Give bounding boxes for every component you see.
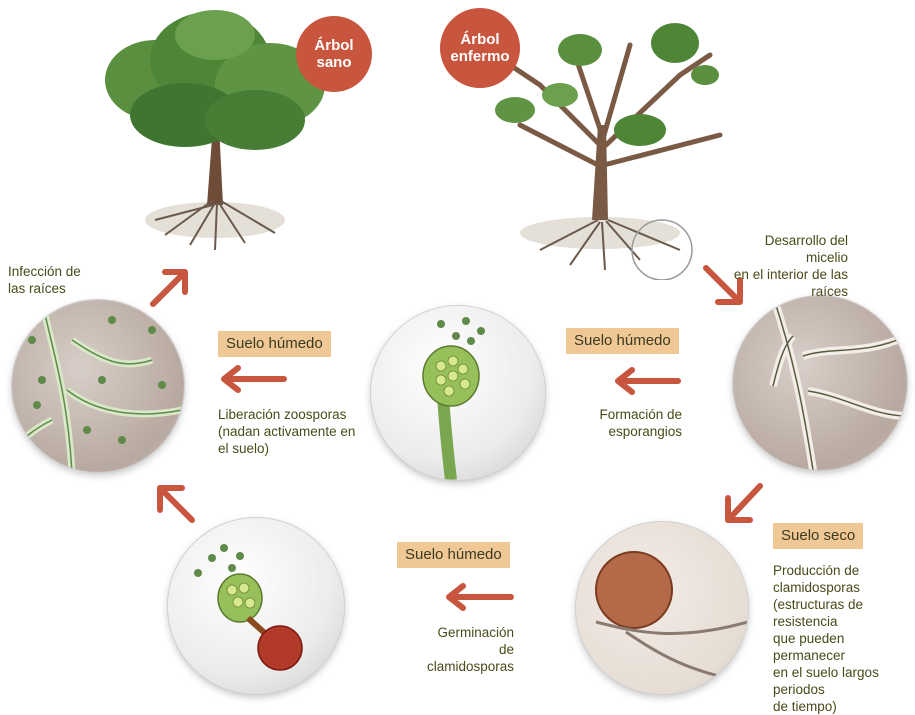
dry-soil-tag: Suelo seco — [773, 523, 863, 549]
mycelium-development-caption: Desarrollo del micelio en el interior de… — [720, 232, 848, 300]
sick-tree-badge: Árbol enfermo — [440, 8, 520, 88]
arrow-left-icon-1 — [218, 364, 288, 394]
arrow-left-icon-3 — [443, 582, 515, 612]
zoospore-release-circle — [371, 306, 545, 480]
sick-tree-badge-label: Árbol enfermo — [450, 31, 509, 65]
germination-circle — [168, 518, 344, 694]
arrow-left-icon-2 — [612, 366, 682, 396]
chlamydospore-production-caption: Producción de clamidosporas (estructuras… — [773, 562, 913, 715]
arrow-down-left-icon — [718, 480, 768, 530]
root-infection-caption: Infección de las raíces — [8, 263, 81, 297]
arrow-up-left-icon — [150, 478, 200, 528]
germination-caption: Germinación de clamidosporas — [420, 624, 514, 675]
wet-soil-tag-bottom: Suelo húmedo — [397, 542, 510, 568]
sick-tree-illustration — [480, 15, 750, 280]
sporangia-formation-caption: Formación de esporangios — [590, 406, 682, 440]
wet-soil-tag-left: Suelo húmedo — [218, 331, 331, 357]
root-infection-circle — [12, 300, 184, 472]
healthy-tree-badge: Árbol sano — [296, 16, 372, 92]
mycelium-circle — [733, 296, 907, 470]
healthy-tree-badge-label: Árbol sano — [314, 37, 353, 71]
arrow-up-right-icon — [145, 262, 195, 312]
zoospore-release-caption: Liberación zoosporas (nadan activamente … — [218, 406, 355, 457]
wet-soil-tag-center: Suelo húmedo — [566, 328, 679, 354]
chlamydospore-circle — [576, 522, 748, 694]
